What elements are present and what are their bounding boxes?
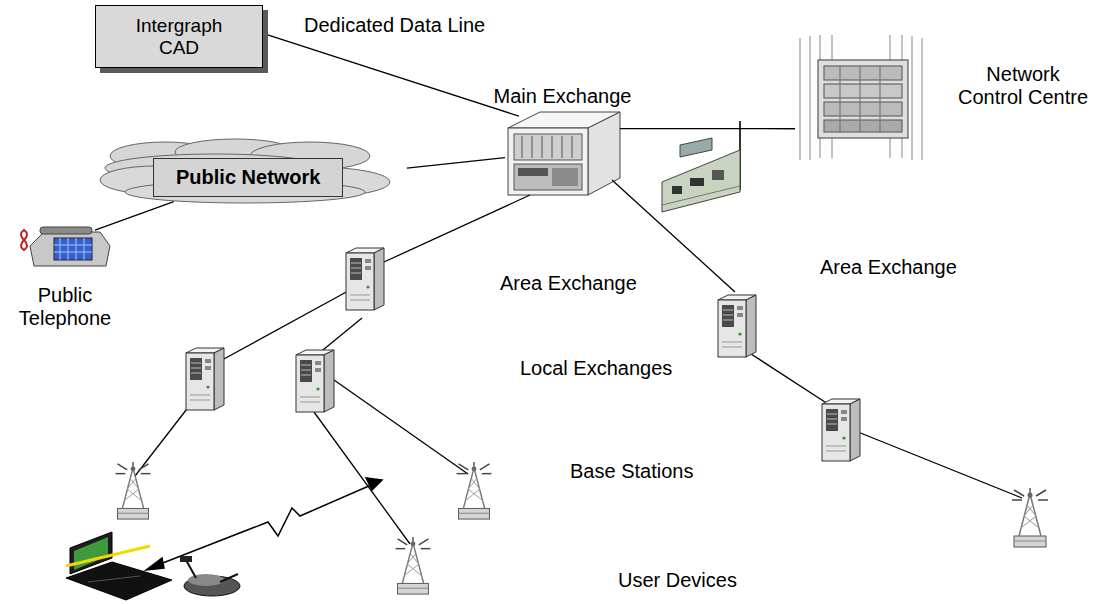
base-station-icon xyxy=(396,537,431,594)
base-station-icon xyxy=(1012,488,1048,547)
local-exchange-icon xyxy=(186,348,224,410)
base-station-icon xyxy=(116,462,151,519)
tier-label: Local Exchanges xyxy=(520,357,672,380)
network-wire xyxy=(135,180,1022,544)
edge-label: Dedicated Data Line xyxy=(302,14,487,37)
local-exchange-icon xyxy=(822,399,860,461)
tier-label: User Devices xyxy=(618,569,737,592)
node-label: Public Telephone xyxy=(9,284,121,330)
satellite-dish-icon xyxy=(180,556,240,596)
local-exchange-icon xyxy=(296,350,334,412)
tier-label: Area Exchange xyxy=(820,256,957,279)
circuit-card xyxy=(662,121,740,212)
node-label: Network Control Centre xyxy=(953,63,1093,109)
cloud-label: Public Network xyxy=(153,158,343,197)
system-box: Intergraph CAD xyxy=(95,5,263,68)
node-label: Main Exchange xyxy=(494,85,632,108)
area-exchange-icon xyxy=(718,295,756,357)
connector-line xyxy=(407,158,505,169)
main-exchange-icon xyxy=(508,112,620,195)
control-centre-node: Network Control Centre xyxy=(795,35,925,160)
node-label: Intergraph CAD xyxy=(124,15,234,59)
radio-link-arrow xyxy=(146,478,382,570)
area-exchange-icon xyxy=(346,248,384,310)
telephone-node: Public Telephone xyxy=(15,226,115,268)
connector-line xyxy=(263,33,519,116)
network-cloud: Public Network xyxy=(95,138,410,205)
tier-label: Base Stations xyxy=(570,460,693,483)
connector-line xyxy=(95,202,174,231)
connector-line xyxy=(620,128,795,129)
telephone-icon xyxy=(21,227,110,266)
control-centre-icon xyxy=(800,35,922,160)
laptop-icon xyxy=(66,532,172,600)
base-station-icon xyxy=(457,462,492,519)
exchange-node: Main Exchange xyxy=(505,112,620,195)
tier-label: Area Exchange xyxy=(500,272,637,295)
